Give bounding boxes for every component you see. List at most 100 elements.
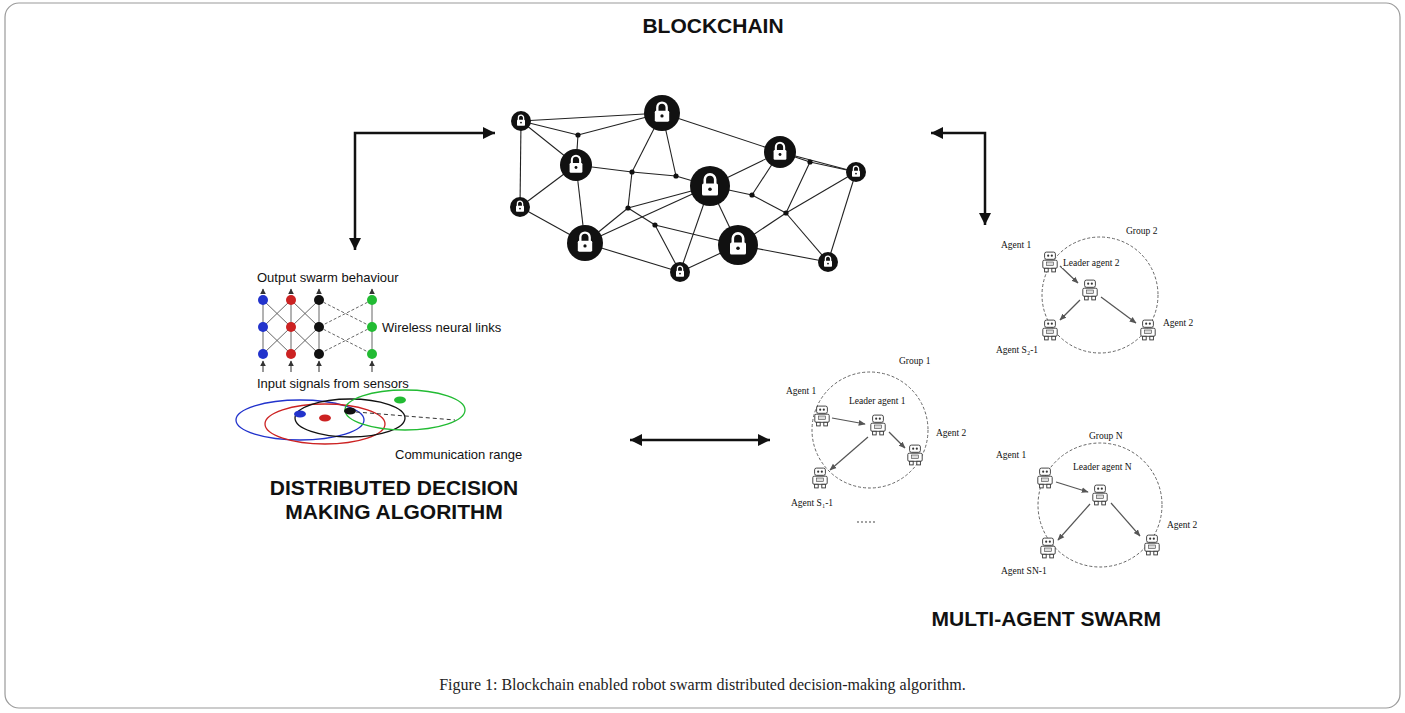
blockchain-network-part: [629, 169, 634, 174]
neural-network-part: [286, 295, 296, 305]
blockchain-network-part: [662, 113, 780, 152]
swarm-groups-part: [1056, 482, 1088, 492]
swarm-groups-part: [812, 372, 928, 488]
neural-network-part: [319, 327, 372, 354]
blockchain-network-part: [807, 159, 812, 164]
agent-label: Group N: [1088, 431, 1124, 441]
neural-network-part: [367, 322, 377, 332]
neural-network-part: [258, 322, 268, 332]
swarm-groups-part: [1060, 266, 1078, 283]
robot-agents-part: [908, 445, 922, 465]
neural-network-part: [314, 349, 324, 359]
neural-network-part: [258, 295, 268, 305]
neural-network-part: [319, 327, 372, 354]
neural-network-part: [263, 361, 264, 372]
blockchain-network-part: [749, 192, 754, 197]
swarm-groups-part-part: [873, 521, 875, 523]
robot-agents-part: [1043, 252, 1057, 272]
swarm-groups-part-part: [857, 521, 859, 523]
neural-network-part: [291, 289, 292, 294]
blockchain-network-part: [511, 111, 531, 131]
agent-label: Agent 2: [1166, 520, 1198, 530]
robot-agents: [813, 252, 1159, 558]
agent-label: Leader agent N: [1072, 462, 1133, 472]
agent-label: Agent 1: [995, 450, 1027, 460]
communication-range-part: [356, 412, 455, 420]
section-heading: BLOCKCHAIN: [495, 14, 931, 38]
neural-network-part: [319, 289, 320, 294]
blockchain-network-part: [625, 205, 630, 210]
blockchain-network-part: [567, 225, 603, 261]
agent-label: Agent 2: [935, 428, 967, 438]
robot-agents-part: [813, 468, 827, 488]
blockchain-network-part: [585, 186, 710, 243]
robot-agents-part: [1145, 535, 1159, 555]
robot-agents-part: [815, 406, 829, 426]
communication-range-part: [345, 390, 465, 430]
part-label: Input signals from sensors: [257, 376, 409, 391]
double-arrow: [931, 133, 985, 225]
neural-network-part: [286, 322, 296, 332]
agent-label: Agent SN-1: [1000, 566, 1048, 576]
blockchain-network-part: [718, 225, 758, 265]
swarm-groups-part-part: [869, 521, 871, 523]
neural-network-part: [319, 300, 372, 327]
agent-label: Agent 2: [1162, 318, 1194, 328]
blockchain-network-part: [673, 173, 678, 178]
blockchain-network-part: [690, 166, 730, 206]
figure-frame: [5, 3, 1400, 708]
blockchain-network-part: [652, 222, 657, 227]
neural-network-part: [372, 361, 373, 372]
swarm-groups-part: [857, 521, 875, 523]
agent-label: Agent S₂-1: [995, 345, 1039, 355]
robot-agents-part: [1043, 320, 1057, 340]
communication-range-part: [344, 408, 356, 415]
neural-network-part: [258, 349, 268, 359]
robot-agents-part: [1038, 468, 1052, 488]
swarm-groups-part: [1038, 443, 1162, 567]
section-heading: MULTI-AGENT SWARM: [932, 607, 1161, 631]
neural-network-part: [372, 289, 373, 294]
communication-range-part: [394, 397, 406, 404]
swarm-groups-part-part: [865, 521, 867, 523]
section-heading: DISTRIBUTED DECISION MAKING ALGORITHM: [244, 476, 544, 524]
agent-label: Group 1: [898, 356, 931, 366]
communication-range-part: [319, 415, 331, 422]
agent-label: Group 2: [1125, 226, 1158, 236]
blockchain-network-part: [632, 172, 676, 176]
robot-agents-part: [1141, 320, 1155, 340]
swarm-groups-part: [889, 432, 905, 448]
neural-network-part: [263, 300, 291, 327]
blockchain-network-part: [764, 136, 796, 168]
communication-range-part: [265, 404, 385, 444]
robot-agents-part: [1041, 538, 1055, 558]
swarm-groups-part: [1058, 504, 1090, 540]
robot-agents-part: [871, 415, 885, 435]
blockchain-network-part: [670, 262, 690, 282]
swarm-groups-part: [1042, 237, 1158, 353]
blockchain-network-part: [846, 162, 866, 182]
agent-label: Leader agent 1: [848, 396, 906, 406]
blockchain-network-part: [628, 172, 632, 208]
agent-label: Leader agent 2: [1062, 258, 1120, 268]
blockchain-network-part: [752, 195, 786, 213]
swarm-groups-part: [1101, 297, 1136, 323]
neural-network: [258, 289, 377, 372]
swarm-groups-part: [830, 437, 868, 470]
blockchain-network-part: [786, 172, 856, 213]
double-arrow: [355, 133, 495, 250]
neural-network-part: [263, 327, 291, 354]
neural-network-part: [263, 289, 264, 294]
swarm-groups-part: [832, 418, 865, 424]
blockchain-network-part: [818, 252, 838, 272]
blockchain-network-part: [628, 208, 655, 225]
agent-label: Agent S₁-1: [790, 498, 834, 508]
part-label: Wireless neural links: [382, 320, 501, 335]
swarm-groups-part-part: [861, 521, 863, 523]
figure-caption: Figure 1: Blockchain enabled robot swarm…: [0, 676, 1405, 694]
neural-network-part: [291, 300, 319, 327]
neural-network-part: [314, 295, 324, 305]
